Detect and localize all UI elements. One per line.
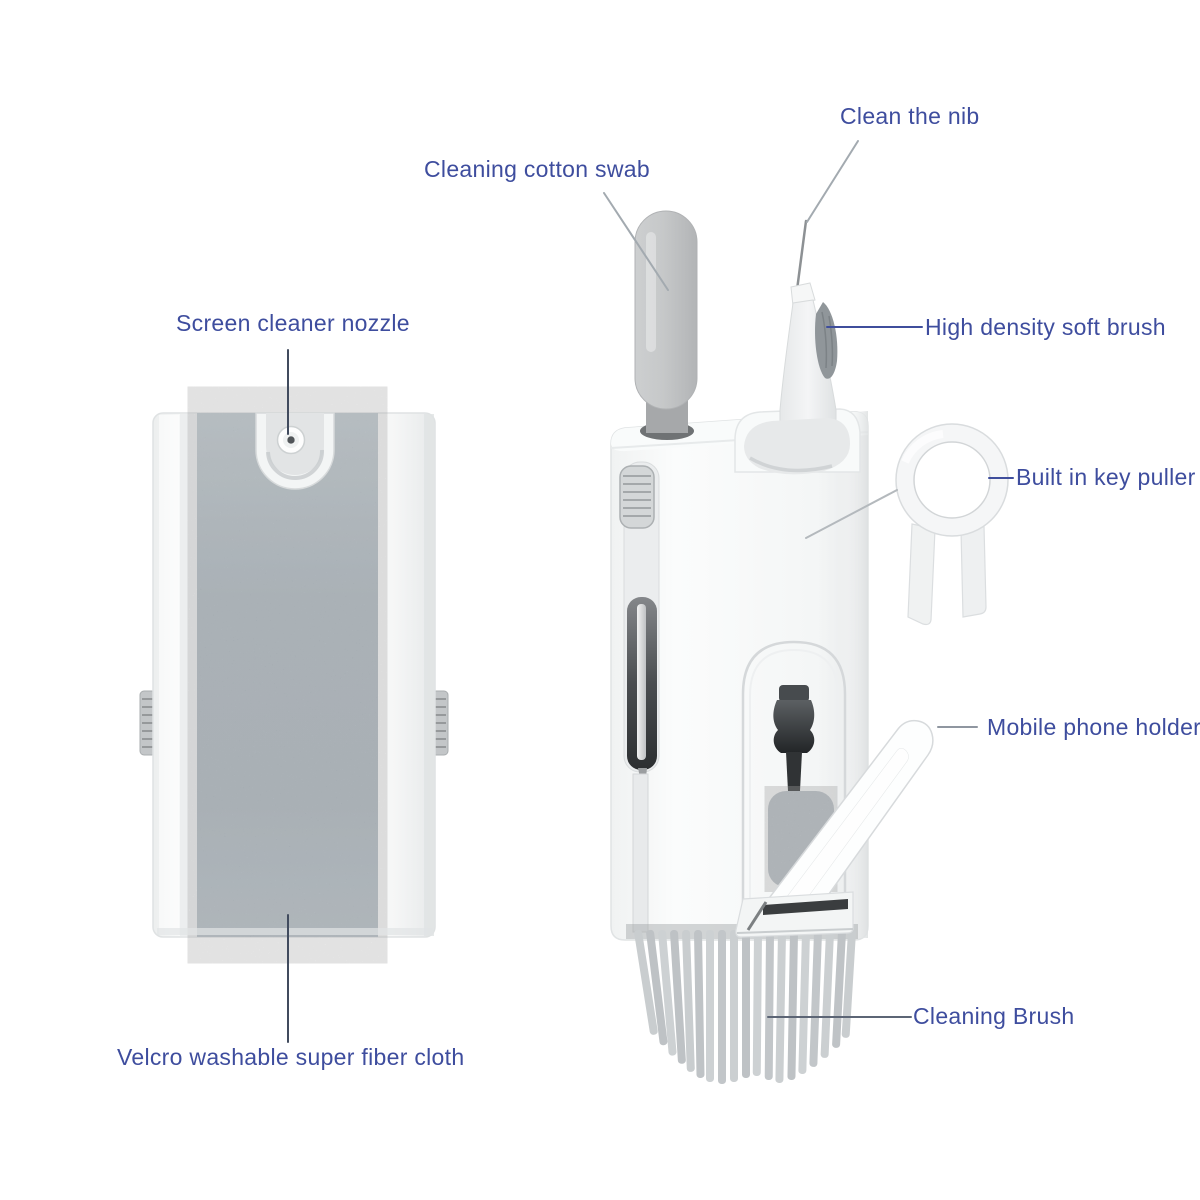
keyhole-slot	[773, 685, 815, 791]
callout-mobile-phone-holder: Mobile phone holder	[987, 714, 1200, 740]
key-puller	[895, 423, 1009, 626]
metal-pick	[637, 604, 646, 760]
leader-lines	[287, 140, 1014, 1043]
leader-cotton-swab	[603, 192, 669, 291]
callout-velcro-cloth: Velcro washable super fiber cloth	[117, 1044, 465, 1070]
phone-holder	[755, 719, 934, 936]
leader-key-puller-diagonal	[805, 489, 898, 539]
cleaning-brush-bristles	[626, 924, 858, 1084]
bottle-bottom-shadow	[157, 928, 433, 935]
spray-nozzle	[276, 425, 306, 455]
nib-cleaning-pen	[779, 219, 838, 453]
nib-needle	[795, 219, 808, 292]
slider-button	[619, 465, 655, 529]
storage-arch	[741, 640, 847, 905]
callout-clean-the-nib: Clean the nib	[840, 103, 980, 129]
slider-track	[623, 461, 660, 933]
callout-cleaning-brush: Cleaning Brush	[913, 1003, 1075, 1029]
callout-high-density-soft-brush: High density soft brush	[925, 314, 1166, 340]
callout-cleaning-cotton-swab: Cleaning cotton swab	[424, 156, 650, 182]
side-tab-right	[431, 690, 449, 756]
cotton-swab	[634, 210, 698, 440]
callout-screen-cleaner-nozzle: Screen cleaner nozzle	[176, 310, 410, 336]
callout-built-in-key-puller: Built in key puller	[1016, 464, 1196, 490]
fiber-cloth-panel	[197, 413, 378, 937]
leader-clean-the-nib	[806, 140, 859, 223]
holder-base	[735, 891, 854, 938]
spray-bottle	[139, 412, 449, 938]
cleaning-kit	[610, 210, 934, 1084]
pen-pocket-recess	[744, 418, 850, 475]
